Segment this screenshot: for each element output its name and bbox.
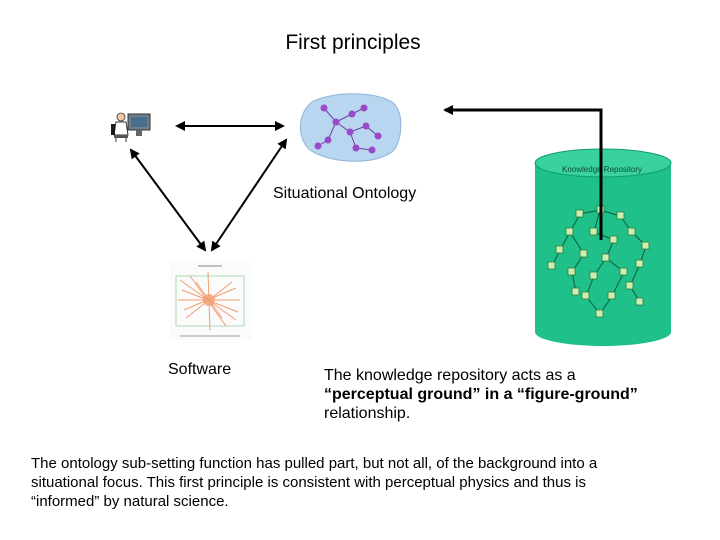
repository-node xyxy=(625,281,634,290)
ontology-node xyxy=(314,142,322,150)
software-label: Software xyxy=(168,361,232,378)
arrow-ontology-software xyxy=(210,138,288,252)
ontology-node xyxy=(352,144,360,152)
footer-line: situational focus. This first principle … xyxy=(31,474,586,491)
arrow-repository-ontology xyxy=(443,105,603,240)
ontology-node xyxy=(346,128,354,136)
repository-node xyxy=(607,291,616,300)
footer-line: The ontology sub-setting function has pu… xyxy=(31,455,598,472)
repository-node xyxy=(555,245,564,254)
knowledge-repository-cylinder: Knowledge Repository xyxy=(534,148,672,346)
ontology-node xyxy=(360,104,368,112)
repository-node xyxy=(565,227,574,236)
repository-node xyxy=(589,227,598,236)
repository-node xyxy=(567,267,576,276)
repository-node xyxy=(619,267,628,276)
repository-node xyxy=(635,259,644,268)
repository-node xyxy=(635,297,644,306)
arrow-person-software xyxy=(129,148,207,252)
repository-node xyxy=(627,227,636,236)
repository-node xyxy=(579,249,588,258)
ontology-node xyxy=(332,118,340,126)
ontology-label: Situational Ontology xyxy=(273,185,417,202)
repository-node xyxy=(601,253,610,262)
page-title: First principles xyxy=(285,31,421,54)
repository-node xyxy=(547,261,556,270)
repository-node xyxy=(595,309,604,318)
ontology-node xyxy=(368,146,376,154)
repository-node xyxy=(609,235,618,244)
repository-node xyxy=(575,209,584,218)
person-at-computer-icon xyxy=(111,112,151,142)
footer-line: “informed” by natural science. xyxy=(31,493,229,510)
repository-node xyxy=(581,291,590,300)
caption-line: The knowledge repository acts as a xyxy=(324,367,576,384)
ontology-node xyxy=(374,132,382,140)
ontology-cloud xyxy=(300,93,402,162)
repository-caption: The knowledge repository acts as a “perc… xyxy=(324,366,704,423)
repository-node xyxy=(571,287,580,296)
ontology-node xyxy=(324,136,332,144)
repository-node xyxy=(641,241,650,250)
caption-line: relationship. xyxy=(324,405,411,422)
ontology-node xyxy=(348,110,356,118)
repository-node xyxy=(616,211,625,220)
caption-line: “perceptual ground” in a “figure-ground” xyxy=(324,386,638,403)
software-network-thumbnail xyxy=(170,262,252,340)
ontology-node xyxy=(320,104,328,112)
ontology-node xyxy=(362,122,370,130)
footer-text: The ontology sub-setting function has pu… xyxy=(31,454,691,511)
repository-node xyxy=(589,271,598,280)
